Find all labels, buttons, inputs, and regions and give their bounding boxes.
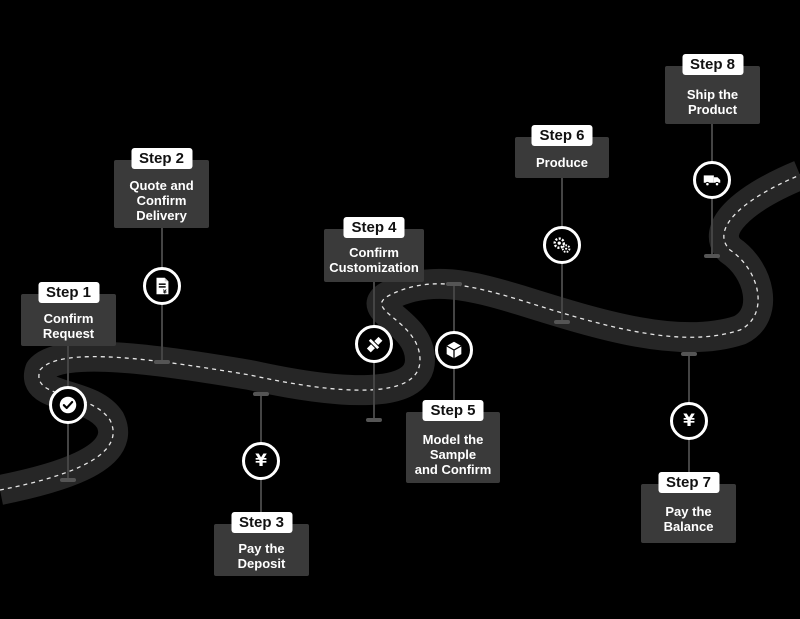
yen-icon: ¥ <box>255 450 267 471</box>
step-4-card: Step 4 Confirm Customization <box>324 217 424 282</box>
step-3-icon: ¥ <box>242 442 280 480</box>
pin-step-3 <box>253 392 269 396</box>
step-5-badge: Step 5 <box>422 400 484 421</box>
step-5-label: Model the Sample and Confirm <box>414 432 492 477</box>
step-8-icon <box>693 161 731 199</box>
step-1-label: Confirm Request <box>42 311 95 341</box>
pin-step-4 <box>366 418 382 422</box>
step-2-card: Step 2 Quote and Confirm Delivery <box>114 148 209 228</box>
step-6-card: Step 6 Produce <box>515 125 609 178</box>
pin-step-2 <box>154 360 170 364</box>
pencil-ruler-icon <box>366 336 383 353</box>
step-1-icon <box>49 386 87 424</box>
step-4-icon <box>355 325 393 363</box>
pin-step-1 <box>60 478 76 482</box>
step-2-label: Quote and Confirm Delivery <box>129 178 194 223</box>
yen-icon: ¥ <box>683 410 695 431</box>
step-8-label: Ship the Product <box>686 87 739 117</box>
step-1-badge: Step 1 <box>37 282 100 303</box>
step-3-badge: Step 3 <box>230 512 293 533</box>
step-7-badge: Step 7 <box>657 472 720 493</box>
step-4-label: Confirm Customization <box>329 245 419 275</box>
step-8-card: Step 8 Ship the Product <box>665 54 760 124</box>
step-6-icon <box>543 226 581 264</box>
step-3-label: Pay the Deposit <box>237 541 286 571</box>
step-1-card: Step 1 Confirm Request <box>21 282 116 346</box>
step-7-card: Step 7 Pay the Balance <box>641 472 736 543</box>
truck-icon <box>703 175 721 187</box>
invoice-icon: ¥ <box>156 277 169 295</box>
step-8-badge: Step 8 <box>681 54 744 75</box>
step-5-card: Step 5 Model the Sample and Confirm <box>406 400 500 483</box>
check-icon <box>59 396 77 414</box>
step-5-icon <box>435 331 473 369</box>
step-2-icon: ¥ <box>143 267 181 305</box>
gears-icon <box>553 237 571 253</box>
step-3-card: Step 3 Pay the Deposit <box>214 512 309 576</box>
step-6-badge: Step 6 <box>531 125 593 146</box>
svg-text:¥: ¥ <box>163 289 167 295</box>
step-4-badge: Step 4 <box>343 217 405 238</box>
pin-step-5 <box>446 282 462 286</box>
box-icon <box>446 341 462 359</box>
step-6-label: Produce <box>535 155 588 170</box>
step-7-label: Pay the Balance <box>663 504 714 534</box>
step-2-badge: Step 2 <box>130 148 193 169</box>
pin-step-7 <box>681 352 697 356</box>
step-7-icon: ¥ <box>670 402 708 440</box>
pin-step-6 <box>554 320 570 324</box>
pin-step-8 <box>704 254 720 258</box>
